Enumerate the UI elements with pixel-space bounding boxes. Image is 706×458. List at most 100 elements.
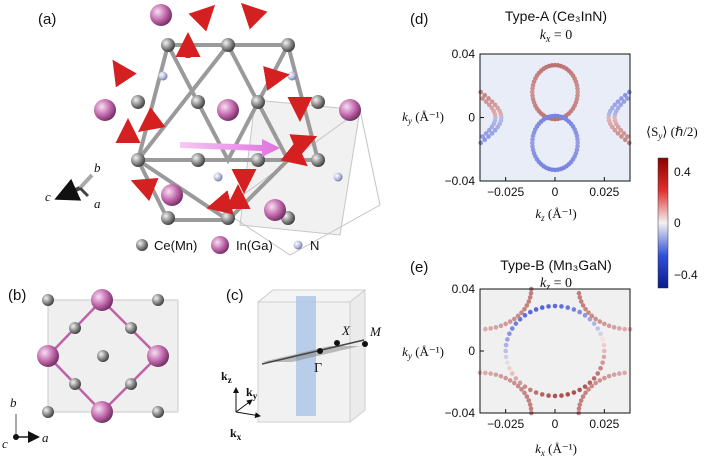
band-point xyxy=(575,140,580,146)
y-tick-label: 0.04 xyxy=(452,47,476,61)
band-point xyxy=(602,348,607,354)
band-point xyxy=(546,393,551,398)
band-point xyxy=(591,376,597,381)
band-point xyxy=(583,306,588,312)
band-point xyxy=(513,376,519,381)
band-point xyxy=(493,325,499,330)
axis-triad-b: b c a xyxy=(2,395,49,451)
band-point xyxy=(489,131,495,136)
colorbar-tick-mid: 0 xyxy=(674,216,681,230)
band-point xyxy=(533,307,539,312)
svg-text:ky: ky xyxy=(246,385,258,401)
band-point xyxy=(488,371,493,376)
band-point xyxy=(483,131,489,136)
band-point xyxy=(575,89,580,95)
band-point xyxy=(615,105,621,111)
band-point xyxy=(530,86,535,91)
band-point xyxy=(583,390,588,396)
colorbar: ⟨Sy⟩ (ℏ/2) 0.4 0 −0.4 xyxy=(646,124,698,289)
unit-cell-plane xyxy=(239,99,361,236)
plot-type-a: Type-A (Ce₃InN) kx = 0 ky (Å⁻¹) kz (Å⁻¹)… xyxy=(402,8,632,223)
band-point xyxy=(503,342,509,348)
band-point xyxy=(528,406,534,412)
band-point xyxy=(575,93,580,98)
band-point xyxy=(519,310,524,315)
band-point xyxy=(503,354,509,360)
panel-c-label: (c) xyxy=(226,287,244,304)
band-point xyxy=(589,383,595,389)
panel-a-label: (a) xyxy=(38,11,56,28)
band-point xyxy=(598,331,603,337)
band-point xyxy=(530,140,535,146)
legend-ce-swatch xyxy=(136,239,148,251)
panel-b-label: (b) xyxy=(8,287,26,304)
ga-atoms xyxy=(37,289,169,423)
band-point xyxy=(505,360,510,365)
band-point xyxy=(602,321,607,327)
band-point xyxy=(626,140,632,146)
kagome-lattice xyxy=(94,2,381,256)
x-tick-label: 0 xyxy=(552,417,559,431)
n-atoms xyxy=(158,71,343,182)
bz-gamma-label: Γ xyxy=(314,361,322,376)
band-point xyxy=(482,92,488,98)
panel-d-label: (d) xyxy=(410,11,428,28)
band-point xyxy=(597,319,603,324)
band-point xyxy=(595,371,601,376)
band-point xyxy=(615,131,621,136)
svg-text:kz: kz xyxy=(221,369,232,385)
y-tick-label: −0.04 xyxy=(445,174,476,188)
band-point xyxy=(575,137,580,142)
band-point xyxy=(615,99,621,104)
y-tick-label: 0.04 xyxy=(452,282,476,296)
bz-x-label: X xyxy=(341,323,351,338)
band-point xyxy=(486,134,491,139)
plot-e-xlabel: kx (Å⁻¹) xyxy=(535,441,577,458)
band-point xyxy=(528,309,533,315)
band-point xyxy=(593,380,598,386)
band-point xyxy=(486,127,492,133)
band-point xyxy=(489,99,495,104)
band-point xyxy=(580,394,586,399)
mn3gan-structure xyxy=(37,289,179,423)
band-point xyxy=(503,375,508,381)
band-point xyxy=(489,105,495,111)
band-point xyxy=(503,348,508,354)
band-point xyxy=(512,380,517,386)
band-point xyxy=(578,299,584,304)
band-point xyxy=(524,303,530,308)
band-point xyxy=(578,398,584,403)
band-point xyxy=(598,365,603,371)
legend-ce-label: Ce(Mn) xyxy=(154,238,197,253)
plot-e-ylabel: ky (Å⁻¹) xyxy=(402,344,444,361)
band-point xyxy=(601,342,607,348)
band-point xyxy=(580,303,586,308)
band-point xyxy=(527,295,533,300)
band-point xyxy=(509,371,515,376)
brillouin-zone: X M Γ xyxy=(256,288,382,424)
band-point xyxy=(483,326,488,332)
band-point xyxy=(546,304,551,309)
band-point xyxy=(559,393,564,398)
band-point xyxy=(539,392,545,397)
colorbar-tick-top: 0.4 xyxy=(674,165,691,179)
ce-atoms xyxy=(131,38,325,225)
band-point xyxy=(530,89,535,95)
band-point xyxy=(621,131,627,136)
band-point xyxy=(586,387,591,392)
legend-in-swatch xyxy=(211,236,229,254)
plot-e-title: Type-B (Mn₃GaN) xyxy=(500,257,612,273)
band-point xyxy=(492,102,498,108)
band-point xyxy=(507,378,513,383)
band-point xyxy=(552,303,558,309)
band-point xyxy=(498,373,504,379)
plot-d-subtitle: kx = 0 xyxy=(540,28,573,45)
band-point xyxy=(522,313,528,318)
band-point xyxy=(522,390,527,396)
band-point xyxy=(617,326,622,331)
band-point xyxy=(526,299,532,304)
band-point xyxy=(609,105,615,111)
band-point xyxy=(488,326,493,331)
band-point xyxy=(571,307,577,312)
band-point xyxy=(559,304,564,309)
